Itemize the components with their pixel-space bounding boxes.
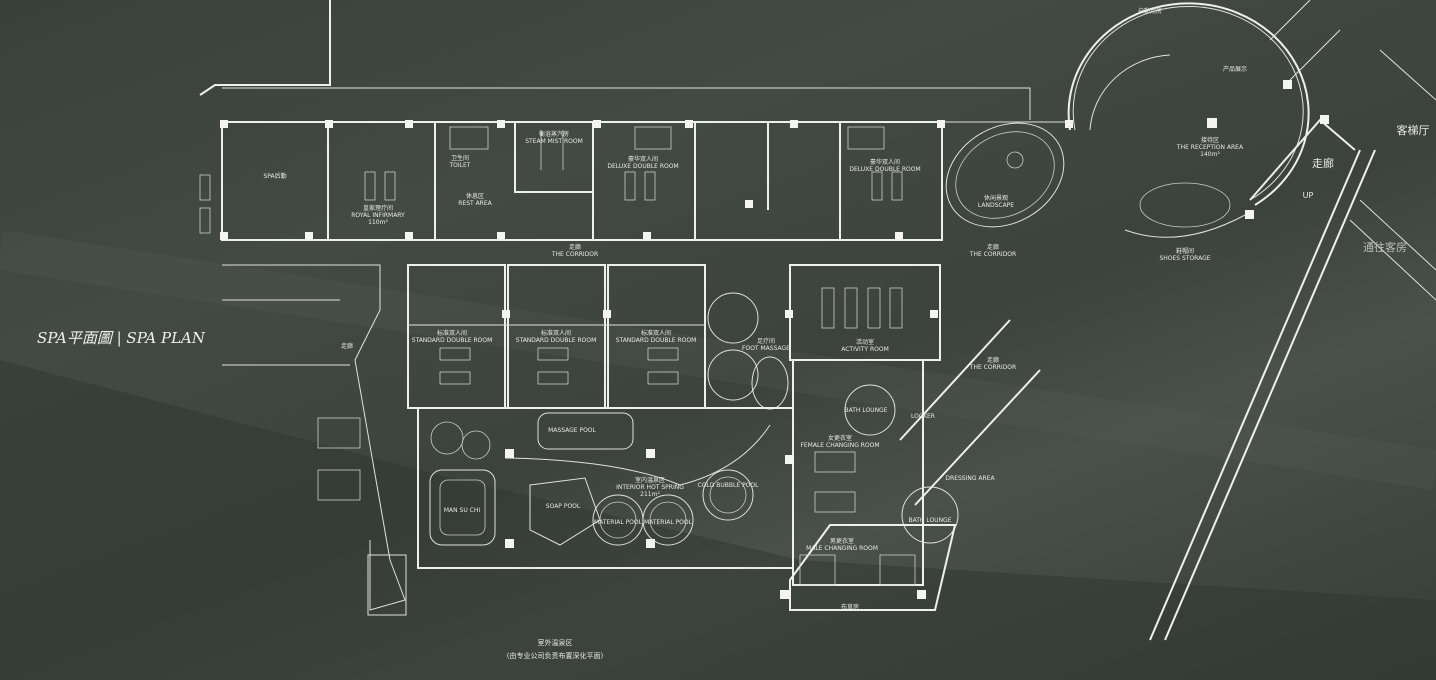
label-reception-area: 140m² — [1200, 151, 1220, 158]
label-corridor4: 走廊 — [341, 342, 353, 350]
label-foot-cn: 足疗间 — [757, 337, 775, 345]
label-to-rooms: 通往客房 — [1363, 240, 1407, 254]
label-royal-en: ROYAL INFIRMARY — [351, 212, 405, 219]
label-startup: 启動用房 — [1138, 7, 1162, 15]
label-corridor3-cn: 走廊 — [987, 356, 999, 364]
label-landscape-cn: 休闲景观 — [984, 194, 1008, 202]
label-male-en: MALE CHANGING ROOM — [806, 545, 878, 552]
label-corridor-en: THE CORRIDOR — [551, 251, 598, 258]
plan-title: SPA平面圖 | SPA PLAN — [37, 329, 206, 347]
label-corridor-cn: 走廊 — [569, 243, 581, 251]
structural-columns — [220, 80, 1329, 599]
label-soap-pool: SOAP POOL — [546, 503, 581, 510]
garden-edge — [222, 87, 1031, 120]
label-hotspring-cn: 室内温泉区 — [635, 476, 665, 484]
label-standard1-cn: 标准双人间 — [437, 329, 467, 337]
label-male-cn: 男更衣室 — [830, 537, 854, 545]
label-corridor-right: 走廊 — [1312, 156, 1334, 170]
label-up: UP — [1303, 191, 1314, 200]
label-activity-en: ACTIVITY ROOM — [841, 346, 889, 353]
label-outdoor-cn: 室外温泉区 — [538, 638, 573, 647]
label-deluxe-en: DELUXE DOUBLE ROOM — [607, 163, 678, 170]
label-female-en: FEMALE CHANGING ROOM — [800, 442, 879, 449]
label-hotspring-en: INTERIOR HOT SPRING — [616, 484, 684, 491]
hot-spring-pools — [417, 407, 794, 569]
label-standard3-cn: 标准双人间 — [641, 329, 671, 337]
label-foot-en: FOOT MASSAGE — [742, 345, 790, 352]
label-corridor2-cn: 走廊 — [987, 243, 999, 251]
road-band — [0, 230, 1436, 490]
label-material-pool-1: MATERIAL POOL — [594, 519, 643, 526]
label-standard2-en: STANDARD DOUBLE ROOM — [516, 337, 597, 344]
label-linen: 布草房 — [841, 603, 859, 611]
label-deluxe2-en: DELUXE DOUBLE ROOM — [849, 166, 920, 173]
label-landscape-en: LANDSCAPE — [978, 202, 1014, 209]
label-steam-en: STEAM MIST ROOM — [525, 138, 583, 145]
label-bath-lounge: BATH LOUNGE — [844, 407, 887, 414]
top-row-rooms — [221, 121, 1070, 241]
label-shoes-cn: 鞋帽间 — [1176, 247, 1194, 255]
label-standard2-cn: 标准双人间 — [541, 329, 571, 337]
landscape-garden — [945, 122, 1065, 228]
label-cold-pool: COLD BUBBLE POOL — [698, 482, 760, 489]
label-deluxe-cn: 豪华双人间 — [628, 155, 658, 163]
label-massage-pool: MASSAGE POOL — [548, 427, 596, 434]
label-rest-cn: 休息区 — [466, 192, 484, 200]
label-outdoor-note: (由专业公司负责布置深化平面) — [507, 651, 604, 660]
label-corridor3-en: THE CORRIDOR — [969, 364, 1016, 371]
label-activity-cn: 活动室 — [856, 338, 874, 346]
label-corridor2-en: THE CORRIDOR — [969, 251, 1016, 258]
label-deluxe2-cn: 豪华双人间 — [870, 158, 900, 166]
label-rest-en: REST AREA — [458, 200, 492, 207]
label-lift-hall: 客梯厅 — [1397, 123, 1430, 137]
label-standard3-en: STANDARD DOUBLE ROOM — [616, 337, 697, 344]
label-reception-cn: 接待区 — [1201, 136, 1219, 144]
label-hotspring-area: 211m² — [640, 491, 660, 498]
label-royal-area: 110m² — [368, 219, 388, 226]
label-female-cn: 女更衣室 — [828, 434, 852, 442]
label-toilet-cn: 卫生间 — [451, 154, 469, 162]
label-steam-cn: 衡浴蒸汽房 — [539, 130, 569, 138]
label-material-pool-2: MATERIAL POOL — [644, 519, 693, 526]
label-standard1-en: STANDARD DOUBLE ROOM — [412, 337, 493, 344]
reception-area-drawing — [1067, 0, 1436, 641]
label-dressing: DRESSING AREA — [945, 475, 995, 482]
terrain-shadow — [0, 360, 1436, 680]
label-spa-back: SPA后勤 — [263, 172, 286, 180]
label-man-su-chi: MAN SU CHI — [444, 507, 480, 514]
label-toilet-en: TOILET — [449, 162, 471, 169]
label-shoes-en: SHOES STORAGE — [1159, 255, 1210, 262]
label-locker: LOCKER — [911, 413, 935, 420]
left-annex — [199, 174, 407, 616]
label-royal-cn: 皇家理疗间 — [363, 204, 393, 212]
site-boundary — [199, 0, 331, 96]
label-bath-lounge-2: BATH LOUNGE — [908, 517, 951, 524]
label-reception-en: THE RECEPTION AREA — [1176, 144, 1244, 151]
label-product: 产品展示 — [1223, 65, 1247, 73]
